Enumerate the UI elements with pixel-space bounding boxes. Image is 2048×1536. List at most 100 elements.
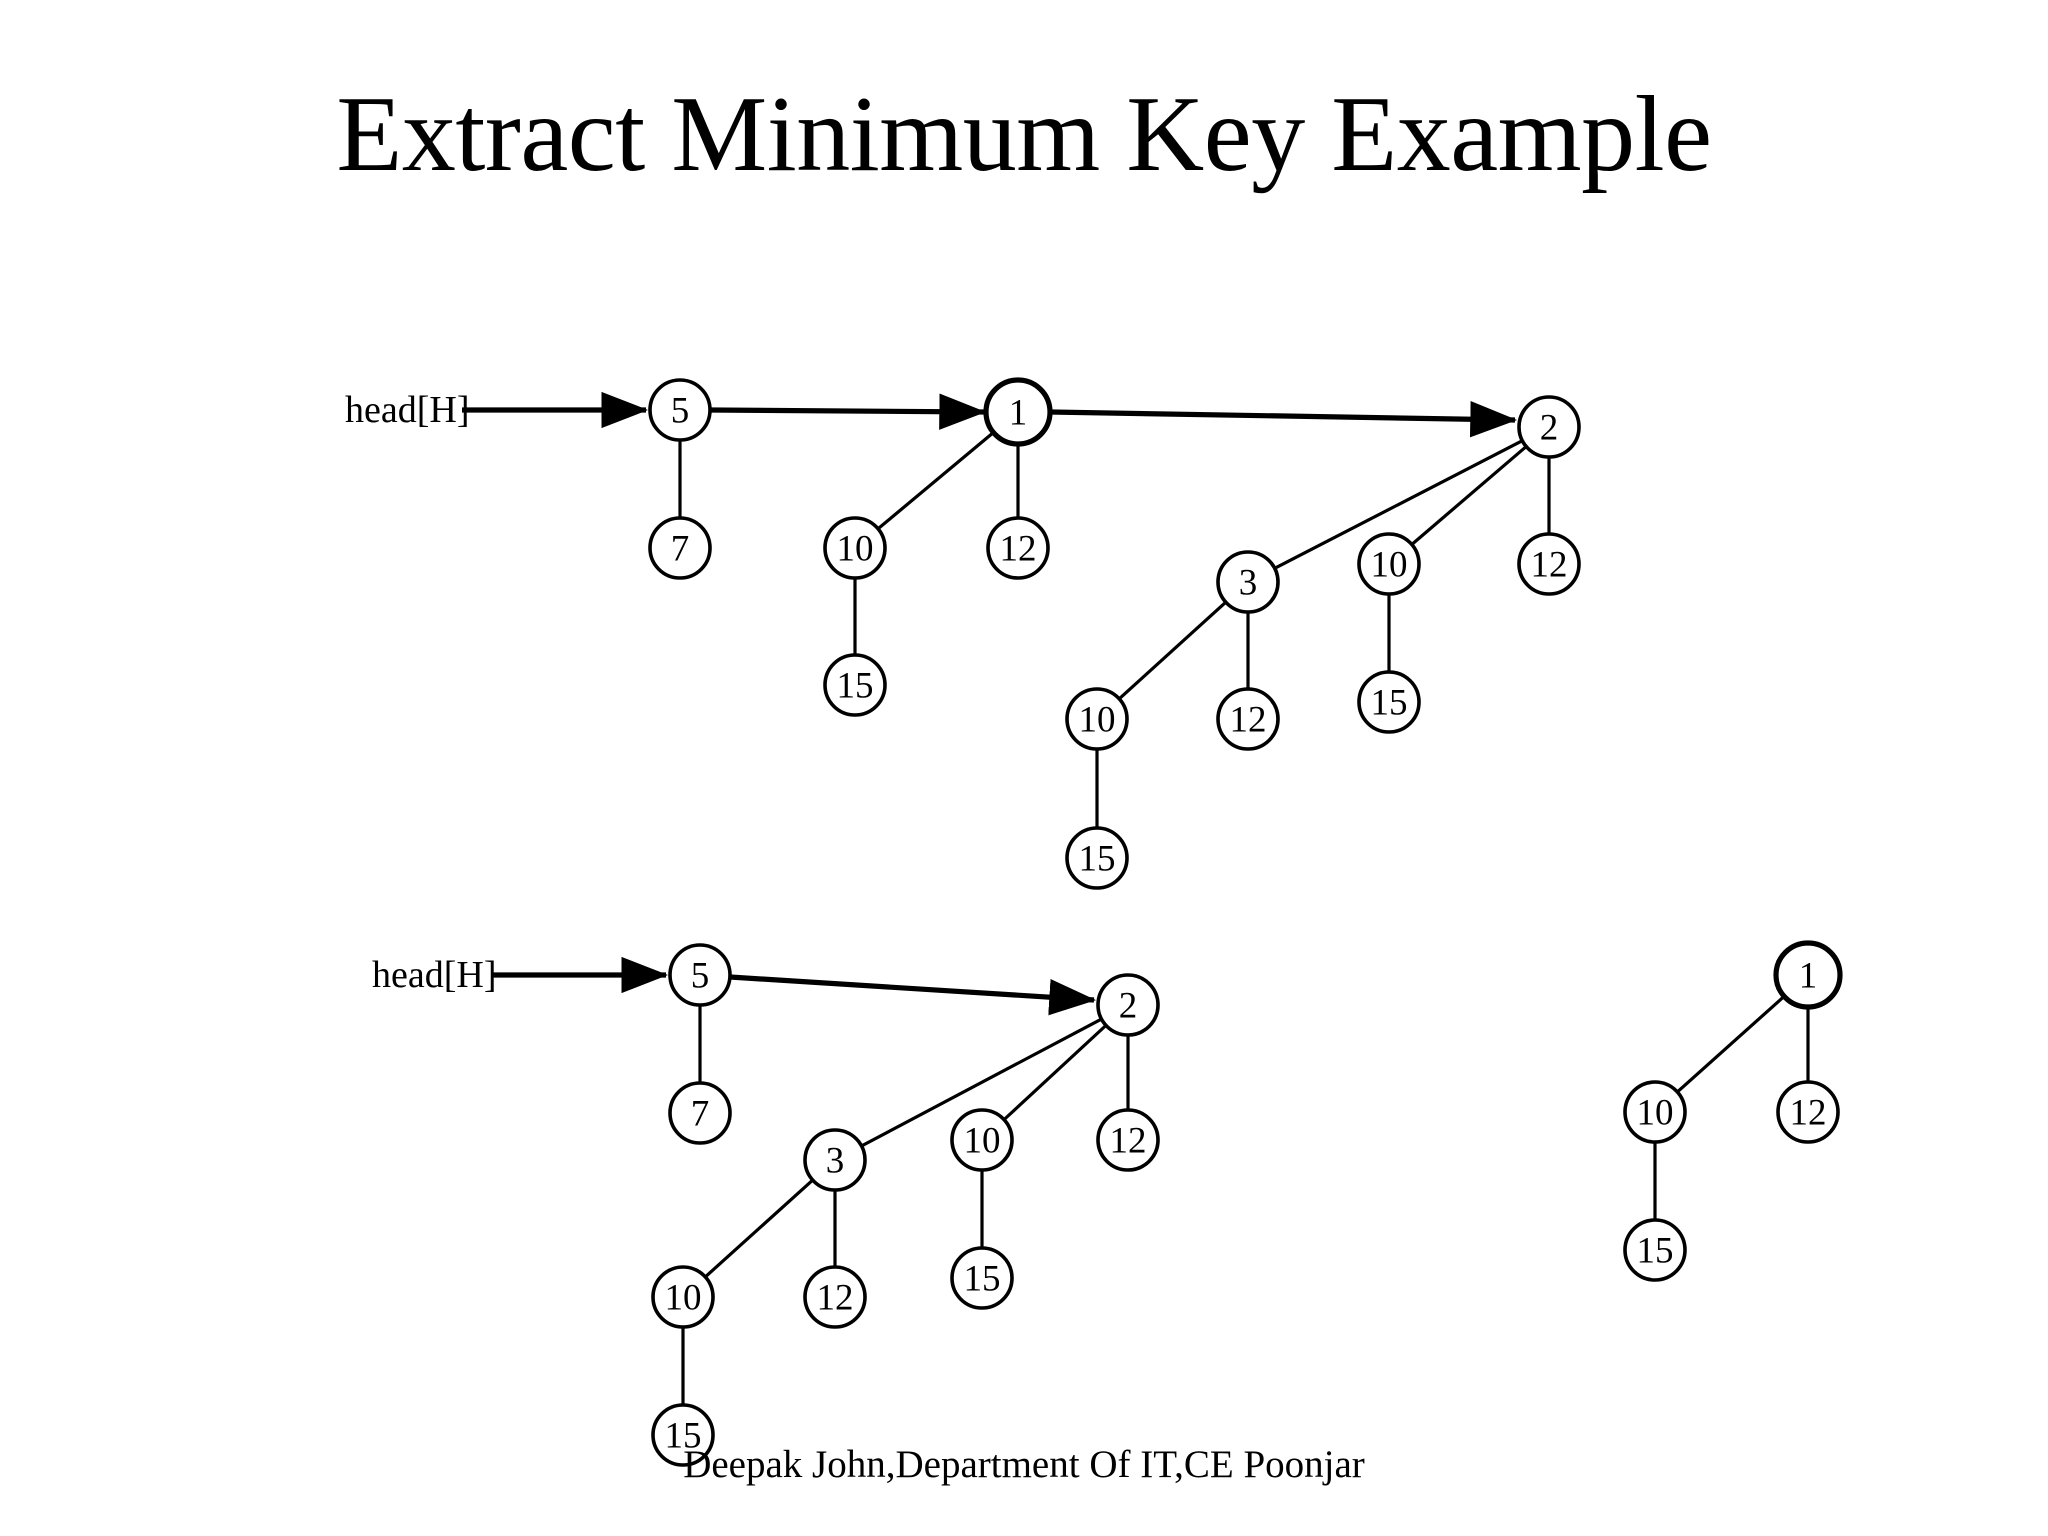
node-circle[interactable] [1776, 1080, 1840, 1144]
node-key-label: 12 [1110, 1121, 1147, 1162]
tree-edge [860, 1017, 1103, 1148]
heap-node-15[interactable]: 15 [651, 1403, 715, 1467]
node-key-label: 12 [1531, 545, 1568, 586]
node-circle[interactable] [803, 1128, 867, 1192]
heap-node-15[interactable]: 15 [823, 653, 887, 717]
head-pointer-label: head[H] [345, 389, 469, 431]
heap-node-5[interactable]: 5 [668, 943, 732, 1007]
slide-footer-credit: Deepak John,Department Of IT,CE Poonjar [683, 1443, 1365, 1486]
heap-node-5[interactable]: 5 [648, 378, 712, 442]
node-key-label: 2 [1119, 986, 1138, 1027]
heap-node-10[interactable]: 10 [823, 516, 887, 580]
pointer-arrow-1-to-2 [1049, 401, 1518, 438]
node-circle[interactable] [986, 516, 1050, 580]
heap-node-10[interactable]: 10 [1623, 1080, 1687, 1144]
pointer-arrow-5-to-2-bottom [729, 974, 1097, 1016]
node-circle[interactable] [1623, 1080, 1687, 1144]
node-key-label: 10 [1637, 1093, 1674, 1134]
node-circle[interactable] [803, 1265, 867, 1329]
heap-node-3[interactable]: 3 [1216, 550, 1280, 614]
diagram-after-extract-min: head[H] 5 7 2 3 10 15 12 10 15 12 [372, 943, 1160, 1467]
heap-node-2[interactable]: 2 [1517, 395, 1581, 459]
heap-node-15[interactable]: 15 [1623, 1218, 1687, 1282]
node-key-label: 7 [671, 529, 690, 570]
node-key-label: 12 [1000, 529, 1037, 570]
node-key-label: 1 [1009, 393, 1028, 434]
node-key-label: 5 [691, 956, 710, 997]
node-key-label: 1 [1799, 956, 1818, 997]
node-circle[interactable] [950, 1246, 1014, 1310]
node-circle[interactable] [1357, 670, 1421, 734]
tree-edge [1273, 439, 1524, 570]
page-title: Extract Minimum Key Example [336, 75, 1712, 194]
heap-node-10[interactable]: 10 [651, 1265, 715, 1329]
node-key-label: 5 [671, 391, 690, 432]
node-key-label: 3 [826, 1141, 845, 1182]
heap-node-15[interactable]: 15 [950, 1246, 1014, 1310]
heap-node-10[interactable]: 10 [1065, 687, 1129, 751]
tree-edge [877, 431, 995, 531]
head-pointer-label: head[H] [372, 954, 496, 996]
heap-node-12[interactable]: 12 [986, 516, 1050, 580]
heap-node-1-min[interactable]: 1 [983, 377, 1053, 447]
node-circle[interactable] [1216, 687, 1280, 751]
node-circle[interactable] [668, 943, 732, 1007]
heap-node-15[interactable]: 15 [1065, 826, 1129, 890]
node-circle[interactable] [1216, 550, 1280, 614]
heap-node-15[interactable]: 15 [1357, 670, 1421, 734]
node-circle[interactable] [648, 516, 712, 580]
pointer-arrow-5-to-1 [709, 393, 987, 430]
tree-edge [704, 1178, 814, 1279]
heap-node-10[interactable]: 10 [1357, 532, 1421, 596]
node-circle[interactable] [1517, 395, 1581, 459]
node-key-label: 15 [837, 666, 874, 707]
node-circle[interactable] [648, 378, 712, 442]
node-key-label: 15 [964, 1259, 1001, 1300]
node-circle[interactable] [668, 1081, 732, 1145]
node-key-label: 10 [1079, 700, 1116, 741]
node-circle[interactable] [950, 1108, 1014, 1172]
node-circle[interactable] [823, 516, 887, 580]
node-key-label: 7 [691, 1094, 710, 1135]
heap-node-7[interactable]: 7 [668, 1081, 732, 1145]
node-circle[interactable] [651, 1265, 715, 1329]
heap-node-12[interactable]: 12 [1776, 1080, 1840, 1144]
heap-node-10[interactable]: 10 [950, 1108, 1014, 1172]
node-circle[interactable] [1517, 532, 1581, 596]
tree-edge [1676, 995, 1786, 1094]
node-circle[interactable] [651, 1403, 715, 1467]
node-circle[interactable] [1096, 973, 1160, 1037]
node-key-label: 15 [1371, 683, 1408, 724]
node-circle[interactable] [1065, 826, 1129, 890]
heap-node-12[interactable]: 12 [803, 1265, 867, 1329]
heap-node-3[interactable]: 3 [803, 1128, 867, 1192]
node-key-label: 12 [817, 1278, 854, 1319]
node-circle[interactable] [1357, 532, 1421, 596]
heap-node-12[interactable]: 12 [1517, 532, 1581, 596]
node-circle[interactable] [1623, 1218, 1687, 1282]
node-key-label: 12 [1790, 1093, 1827, 1134]
node-key-label: 15 [1079, 839, 1116, 880]
heap-node-2[interactable]: 2 [1096, 973, 1160, 1037]
node-circle[interactable] [1096, 1108, 1160, 1172]
tree-edge [1002, 1024, 1108, 1121]
tree-edge [1410, 445, 1528, 546]
node-key-label: 2 [1540, 408, 1559, 449]
heap-node-12[interactable]: 12 [1216, 687, 1280, 751]
node-key-label: 10 [837, 529, 874, 570]
node-circle[interactable] [823, 653, 887, 717]
diagram-extracted-minimum-tree: 1 10 15 12 [1623, 940, 1843, 1282]
tree-edge [1118, 600, 1227, 701]
heap-node-1-min[interactable]: 1 [1773, 940, 1843, 1010]
node-circle[interactable] [983, 377, 1053, 447]
node-key-label: 15 [1637, 1231, 1674, 1272]
heap-node-7[interactable]: 7 [648, 516, 712, 580]
node-circle[interactable] [1773, 940, 1843, 1010]
node-key-label: 12 [1230, 700, 1267, 741]
node-circle[interactable] [1065, 687, 1129, 751]
heap-node-12[interactable]: 12 [1096, 1108, 1160, 1172]
node-key-label: 15 [665, 1416, 702, 1457]
